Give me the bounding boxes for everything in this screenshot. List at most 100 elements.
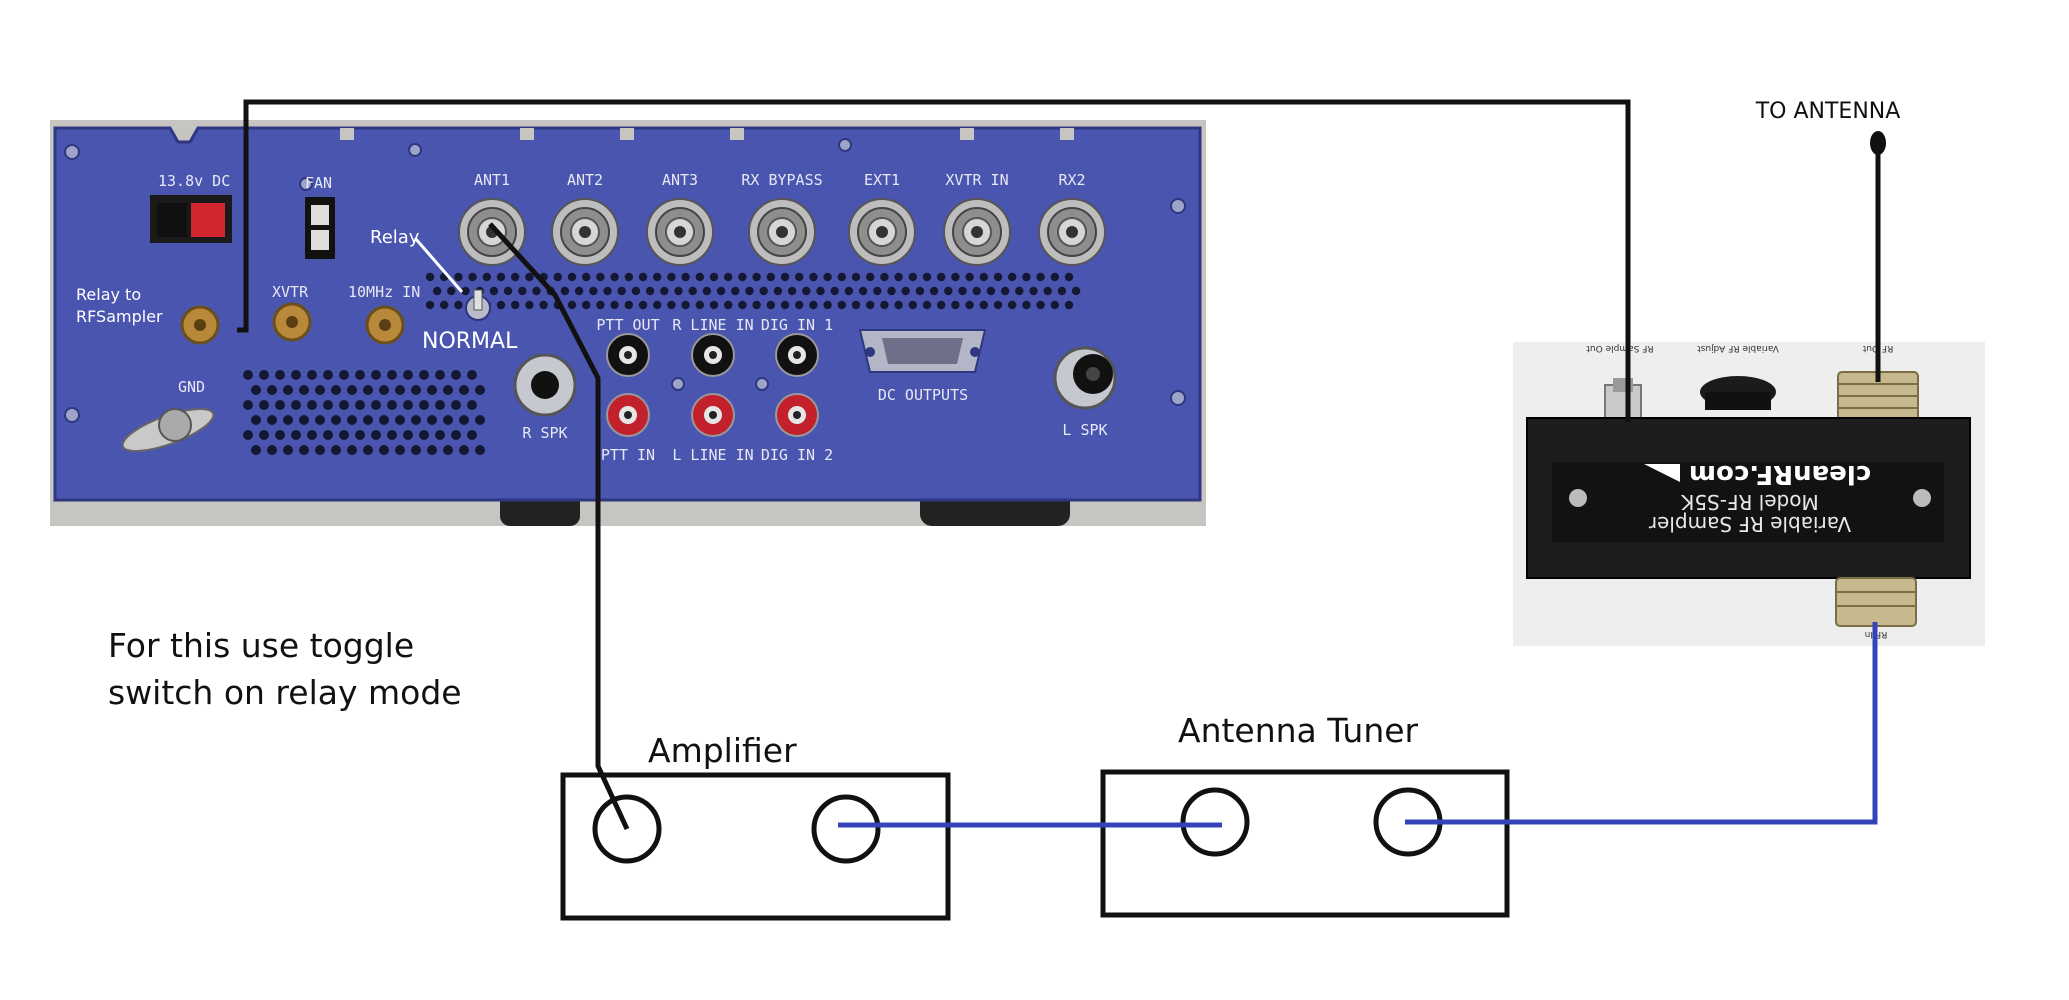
vent-hole <box>1064 300 1074 310</box>
vent-hole <box>972 286 981 296</box>
vent-hole <box>1008 300 1017 310</box>
vent-hole <box>816 286 825 296</box>
vent-hole <box>331 415 341 425</box>
to-antenna-label: TO ANTENNA <box>1755 99 1901 124</box>
vent-hole <box>624 272 633 282</box>
vent-hole <box>596 300 605 310</box>
vent-hole <box>323 370 333 380</box>
vent-hole <box>454 272 463 282</box>
vent-hole <box>738 272 747 282</box>
sampler-port-sample-label: RF Sample Out <box>1586 343 1654 353</box>
vent-hole <box>307 400 317 410</box>
rca-jacks <box>606 333 819 437</box>
sampler-model-line-1: Variable RF Sampler <box>1648 512 1851 536</box>
vent-hole <box>582 300 591 310</box>
vent-hole <box>681 272 690 282</box>
vent-hole <box>411 445 421 455</box>
vent-hole <box>283 385 293 395</box>
vent-hole <box>724 300 733 310</box>
vent-holes-bottom <box>243 370 485 455</box>
vent-hole <box>823 272 832 282</box>
vent-hole <box>851 272 861 282</box>
vent-hole <box>475 415 485 425</box>
vent-hole <box>355 430 365 440</box>
vent-hole <box>489 286 499 296</box>
vent-hole <box>922 272 932 282</box>
vent-hole <box>315 445 325 455</box>
rca-jack <box>691 393 735 437</box>
vent-hole <box>908 300 917 310</box>
vent-hole <box>1036 272 1045 282</box>
vent-hole <box>403 400 413 410</box>
vent-hole <box>395 415 405 425</box>
vent-hole <box>809 300 818 310</box>
rca-jack <box>606 333 650 377</box>
sampler-label-plate <box>1552 462 1944 542</box>
vent-hole <box>503 286 513 296</box>
vent-hole <box>419 400 429 410</box>
vent-hole <box>866 272 875 282</box>
vent-hole <box>467 400 477 410</box>
ant1-to-amplifier-wire <box>488 222 630 831</box>
vent-hole <box>435 400 445 410</box>
connector-label-ext1: EXT1 <box>864 171 900 189</box>
antenna-tuner-label: Antenna Tuner <box>1178 711 1419 750</box>
vent-hole <box>667 300 676 310</box>
instruction-line-2: switch on relay mode <box>108 673 462 712</box>
sampler-screw-left <box>1569 489 1587 507</box>
vent-hole <box>951 272 960 282</box>
vent-hole <box>1029 286 1038 296</box>
vent-hole <box>379 385 389 395</box>
vent-hole <box>873 286 882 296</box>
vent-hole <box>1064 272 1074 282</box>
vent-hole <box>880 272 889 282</box>
vent-hole <box>299 445 309 455</box>
vent-hole <box>993 300 1003 310</box>
rca-jack <box>775 393 819 437</box>
vent-hole <box>275 430 285 440</box>
xvtr-label: XVTR <box>272 283 309 301</box>
vent-hole <box>291 370 301 380</box>
r-line-in-label: R LINE IN <box>672 316 753 334</box>
vent-hole <box>243 370 253 380</box>
vent-hole <box>731 286 740 296</box>
vent-hole <box>1015 286 1024 296</box>
r-spk-jack <box>513 353 577 417</box>
vent-hole <box>937 272 946 282</box>
vent-hole <box>525 272 534 282</box>
vent-hole <box>251 385 261 395</box>
bnc-connector-ext1 <box>848 198 916 266</box>
vent-hole <box>660 286 669 296</box>
relay-toggle-switch[interactable] <box>465 289 491 321</box>
sampler-screw-right <box>1913 489 1931 507</box>
vent-hole <box>307 430 317 440</box>
tenmhz-sma-jack <box>365 305 405 345</box>
bnc-connector-ant3 <box>646 198 714 266</box>
bnc-connector-ant1 <box>458 198 526 266</box>
vent-hole <box>951 300 960 310</box>
vent-hole <box>880 300 889 310</box>
antenna-terminal <box>1870 131 1886 155</box>
vent-hole <box>1008 272 1017 282</box>
vent-hole <box>323 400 333 410</box>
vent-hole <box>459 385 469 395</box>
relay-to-rf-sampler-wire <box>237 99 1631 422</box>
sampler-label-text: Variable RF Sampler Model RF-S5K cleanRF… <box>1644 459 1871 536</box>
vent-hole <box>387 400 397 410</box>
vent-hole <box>387 370 397 380</box>
vent-hole <box>695 272 704 282</box>
vent-hole <box>259 430 269 440</box>
vent-hole <box>395 445 405 455</box>
vent-hole <box>451 430 461 440</box>
vent-hole <box>1043 286 1052 296</box>
vent-hole <box>419 370 429 380</box>
vent-hole <box>275 400 285 410</box>
vent-hole <box>511 300 520 310</box>
vent-hole <box>425 272 435 282</box>
radio-rear-panel: 13.8v DC FAN XVTR 10MHz IN Relay to RFSa… <box>50 120 1206 526</box>
dig-in-1-label: DIG IN 1 <box>761 316 833 334</box>
dc-outputs-label: DC OUTPUTS <box>878 386 968 404</box>
power-connector <box>150 195 232 243</box>
vent-hole <box>582 272 591 282</box>
vent-hole <box>251 445 261 455</box>
